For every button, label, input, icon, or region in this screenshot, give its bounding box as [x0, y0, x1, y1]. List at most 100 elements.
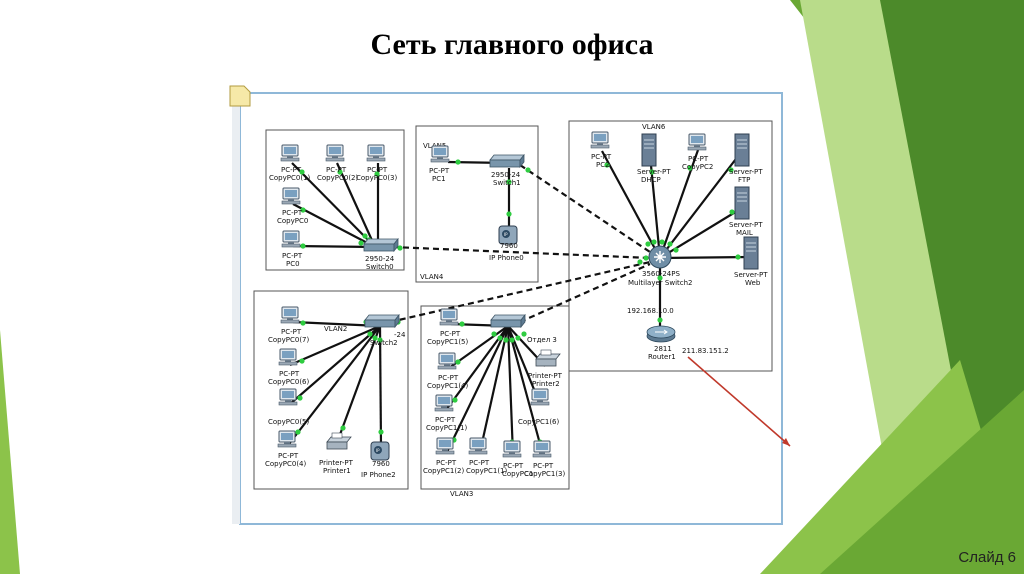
- device-switch0[interactable]: 2950-24 Switch0: [363, 238, 399, 271]
- device-name: CopyPC0: [277, 217, 308, 225]
- device-switch2[interactable]: -24 Switch2: [364, 314, 406, 347]
- device-name: CopyPC1(6): [518, 418, 560, 426]
- device-name: PC2: [596, 161, 610, 169]
- device-copypc1-6[interactable]: CopyPC1(6): [518, 388, 560, 426]
- device-copypc0-1[interactable]: PC-PT CopyPC0(1): [269, 144, 311, 182]
- device-copypc0-5[interactable]: CopyPC0(5): [268, 388, 310, 426]
- device-type: Server-PT: [637, 168, 671, 176]
- device-type: PC-PT: [469, 459, 490, 467]
- device-name: Web: [745, 279, 761, 287]
- router-icon: [646, 325, 676, 343]
- device-copypc2[interactable]: PC-PT CopyPC2: [682, 133, 713, 171]
- area-box-vlan6: [568, 120, 773, 372]
- pc-icon: [434, 394, 454, 412]
- pc-icon: [532, 440, 552, 458]
- zone-label-otdel3: Отдел 3: [527, 336, 557, 344]
- device-type-tail: -24: [394, 331, 406, 339]
- device-name: IP Phone2: [361, 471, 396, 479]
- device-copypc1-2[interactable]: PC-PT CopyPC1(2): [423, 437, 465, 475]
- device-copypc0-7[interactable]: PC-PT CopyPC0(7): [268, 306, 310, 344]
- device-copypc1-1b[interactable]: PC-PT CopyPC1(1): [466, 437, 508, 475]
- device-copypc1-3[interactable]: PC-PT CopyPC1(3): [524, 440, 566, 478]
- device-name: Router1: [648, 353, 676, 361]
- device-type: 2811: [654, 345, 672, 353]
- device-type: PC-PT: [367, 166, 388, 174]
- device-copypc1-1[interactable]: PC-PT CopyPC1(1): [426, 394, 468, 432]
- ip-phone-icon: [370, 441, 390, 461]
- device-pc1[interactable]: PC-PT PC1: [429, 145, 450, 183]
- pc-icon: [437, 352, 457, 370]
- device-switch3[interactable]: [490, 314, 526, 328]
- pc-icon: [325, 144, 345, 162]
- pc-icon: [502, 440, 522, 458]
- device-copypc0-6[interactable]: PC-PT CopyPC0(6): [268, 348, 310, 386]
- wan-link: [687, 356, 791, 447]
- switch-icon: [489, 154, 525, 168]
- device-name: CopyPC1(4): [427, 382, 469, 390]
- device-type: PC-PT: [281, 166, 302, 174]
- device-type: Server-PT: [734, 271, 768, 279]
- pc-icon: [530, 388, 550, 406]
- device-name: Switch1: [493, 179, 521, 187]
- device-name: Switch2: [370, 339, 398, 347]
- device-type: Server-PT: [729, 168, 763, 176]
- ip-lan-label: 192.168.10.0: [627, 307, 674, 315]
- pc-icon: [281, 187, 301, 205]
- device-server-dhcp[interactable]: Server-PT DHCP: [637, 133, 671, 184]
- device-name: Printer1: [323, 467, 351, 475]
- device-printer1[interactable]: Printer-PT Printer1: [319, 432, 354, 475]
- device-pc0[interactable]: PC-PT PC0: [281, 230, 303, 268]
- device-type: Printer-PT: [319, 459, 354, 467]
- device-router1[interactable]: 2811 Router1: [646, 325, 676, 361]
- device-ipphone2[interactable]: 7960 IP Phone2: [361, 441, 396, 479]
- device-type: PC-PT: [279, 370, 300, 378]
- wan-link-arrow: [782, 438, 790, 446]
- zone-label-vlan2: VLAN2: [324, 325, 347, 333]
- device-copypc1-4[interactable]: PC-PT CopyPC1(4): [427, 352, 469, 390]
- zone-label-vlan3: VLAN3: [450, 490, 473, 498]
- device-printer2[interactable]: Printer-PT Printer2: [528, 349, 563, 388]
- device-copypc0-2[interactable]: PC-PT CopyPC0(2): [317, 144, 359, 182]
- area-box-vlan3: [420, 305, 570, 490]
- device-name: CopyPC0(5): [268, 418, 310, 426]
- device-server-ftp[interactable]: Server-PT FTP: [729, 133, 763, 184]
- device-name: MAIL: [736, 229, 753, 237]
- pc-icon: [277, 430, 297, 448]
- pc-icon: [590, 131, 610, 149]
- device-switch1[interactable]: 2950-24 Switch1: [489, 154, 525, 187]
- device-type: PC-PT: [435, 416, 456, 424]
- device-name: PC0: [286, 260, 300, 268]
- device-type: 3560-24PS: [642, 270, 680, 278]
- device-multilayer-switch2[interactable]: 3560-24PS Multilayer Switch2: [628, 245, 693, 287]
- device-ipphone0[interactable]: 7960 IP Phone0: [489, 225, 524, 262]
- device-copypc0-3[interactable]: PC-PT CopyPC0(3): [356, 144, 398, 182]
- device-pc2[interactable]: PC-PT PC2: [590, 131, 612, 169]
- device-copypc0-4[interactable]: PC-PT CopyPC0(4): [265, 430, 307, 468]
- links-switch0: [291, 162, 380, 249]
- pc-icon: [278, 348, 298, 366]
- green-decor-bottom: [820, 390, 1024, 574]
- device-type: 2950-24: [365, 255, 395, 263]
- pc-icon: [278, 388, 298, 406]
- area-box-vlan5: [415, 125, 539, 283]
- device-server-web[interactable]: Server-PT Web: [734, 236, 768, 287]
- pc-icon: [435, 437, 455, 455]
- device-copypc1-5[interactable]: PC-PT CopyPC1(5): [427, 308, 469, 346]
- device-type: Server-PT: [729, 221, 763, 229]
- pc-icon: [468, 437, 488, 455]
- links-switch3: [445, 322, 546, 456]
- device-type: PC-PT: [436, 459, 457, 467]
- pc-icon: [280, 306, 300, 324]
- device-name: CopyPC0(4): [265, 460, 307, 468]
- device-copypc1[interactable]: PC-PT CopyPC1: [502, 440, 533, 478]
- device-type: PC-PT: [438, 374, 459, 382]
- device-name: Printer2: [532, 380, 560, 388]
- device-name: CopyPC1: [502, 470, 533, 478]
- device-name: CopyPC0(1): [269, 174, 311, 182]
- device-name: CopyPC0(7): [268, 336, 310, 344]
- server-icon: [743, 236, 759, 270]
- device-server-mail[interactable]: Server-PT MAIL: [729, 186, 763, 237]
- device-copypc0[interactable]: PC-PT CopyPC0: [277, 187, 308, 225]
- server-icon: [641, 133, 657, 167]
